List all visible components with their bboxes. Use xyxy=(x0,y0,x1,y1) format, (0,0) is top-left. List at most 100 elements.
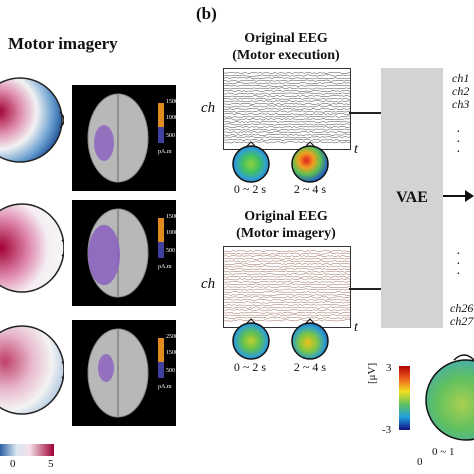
brain-unit-1: pA.m xyxy=(158,149,172,155)
vae-block: VAE xyxy=(381,68,443,328)
channel-list-bottom: ch26 ch27 xyxy=(450,302,473,328)
exec-topomap-1 xyxy=(232,141,270,183)
channel-label: ch1 xyxy=(452,71,470,85)
eeg-trace xyxy=(224,273,350,276)
right-colorbar-max: 3 xyxy=(386,362,392,374)
eeg-trace xyxy=(224,131,350,134)
eeg-trace xyxy=(224,265,350,268)
right-colorbar xyxy=(399,366,410,430)
brain-tick-2b: 1000 xyxy=(166,230,178,236)
eeg-trace xyxy=(224,115,350,118)
eeg-trace xyxy=(224,72,350,75)
exec-x-label: t xyxy=(354,142,358,157)
brain-tick-1c: 500 xyxy=(166,133,175,139)
exec-title-line1: Original EEG xyxy=(244,31,328,46)
brain-tick-1b: 1000 xyxy=(166,115,178,121)
eeg-trace xyxy=(224,84,350,87)
brain-unit-2: pA.m xyxy=(158,264,172,270)
brain-tick-1a: 1500 xyxy=(166,99,178,105)
right-colorbar-extra: 0 ~ 1 xyxy=(432,446,455,458)
eeg-trace xyxy=(224,285,350,289)
eeg-trace xyxy=(224,319,350,322)
head-topomap-3 xyxy=(0,325,64,415)
brain-tick-3c: 500 xyxy=(166,368,175,374)
channel-label: ch27 xyxy=(450,314,474,328)
channel-list-top: ch1 ch2 ch3 xyxy=(452,72,469,111)
eeg-trace xyxy=(224,118,350,121)
eeg-trace xyxy=(224,133,350,136)
eeg-trace xyxy=(224,275,350,278)
exec-y-label: ch xyxy=(201,100,216,116)
eeg-trace xyxy=(224,278,350,281)
imagery-topomap-2 xyxy=(291,318,329,360)
output-topomap xyxy=(425,354,474,441)
eeg-trace xyxy=(224,249,350,253)
eeg-trace xyxy=(224,100,350,103)
eeg-trace xyxy=(224,128,350,131)
eeg-trace xyxy=(224,316,350,319)
right-colorbar-zero: 0 xyxy=(417,456,423,468)
eeg-trace xyxy=(224,113,350,116)
eeg-trace xyxy=(224,107,350,111)
eeg-trace xyxy=(224,314,350,317)
eeg-trace xyxy=(224,82,350,85)
left-colorbar-max: 5 xyxy=(48,458,54,470)
imagery-title-line1: Original EEG xyxy=(244,209,328,224)
imagery-title: Original EEG (Motor imagery) xyxy=(224,208,348,242)
eeg-trace xyxy=(224,291,350,294)
imagery-time-2: 2 ~ 4 s xyxy=(293,360,327,374)
eeg-trace xyxy=(224,296,350,299)
eeg-trace xyxy=(224,298,350,301)
eeg-trace xyxy=(224,141,350,144)
eeg-trace xyxy=(224,301,350,304)
exec-title: Original EEG (Motor execution) xyxy=(224,30,348,64)
eeg-trace xyxy=(224,260,350,263)
eeg-trace xyxy=(224,105,350,108)
brain-unit-3: pA.m xyxy=(158,384,172,390)
brain-source-map-1: 1500 1000 500 pA.m xyxy=(72,85,178,191)
eeg-trace xyxy=(224,79,350,82)
eeg-trace xyxy=(224,95,350,98)
eeg-trace xyxy=(224,77,350,80)
eeg-trace xyxy=(224,303,350,307)
eeg-trace xyxy=(224,255,350,258)
eeg-trace xyxy=(224,87,350,90)
eeg-trace xyxy=(224,120,350,123)
brain-tick-2c: 500 xyxy=(166,248,175,254)
eeg-trace xyxy=(224,125,350,129)
brain-source-map-2: 1500 1000 500 pA.m xyxy=(72,200,178,306)
vae-output-arrow xyxy=(443,190,474,202)
channel-label: ch26 xyxy=(450,301,474,315)
eeg-trace xyxy=(224,309,350,312)
imagery-title-line2: (Motor imagery) xyxy=(236,226,336,241)
eeg-trace xyxy=(224,311,350,314)
imagery-y-label: ch xyxy=(201,276,216,292)
eeg-trace xyxy=(224,102,350,105)
eeg-trace xyxy=(224,136,350,139)
eeg-trace xyxy=(224,262,350,265)
eeg-trace xyxy=(224,267,350,271)
eeg-trace xyxy=(224,283,350,286)
right-colorbar-unit: [μV] xyxy=(366,362,378,384)
brain-tick-2a: 1500 xyxy=(166,214,178,220)
exec-eeg-traces xyxy=(223,68,351,150)
eeg-trace xyxy=(224,252,350,255)
panel-b-label: (b) xyxy=(196,4,217,23)
channel-label: ch3 xyxy=(452,97,470,111)
exec-time-2: 2 ~ 4 s xyxy=(293,182,327,196)
eeg-trace xyxy=(224,97,350,100)
exec-topomap-2 xyxy=(291,141,329,183)
right-colorbar-min: -3 xyxy=(382,424,392,436)
channel-label: ch2 xyxy=(452,84,470,98)
eeg-trace xyxy=(224,92,350,95)
exec-connector-line xyxy=(349,112,382,114)
brain-tick-3b: 1500 xyxy=(166,350,178,356)
brain-tick-3a: 2500 xyxy=(166,334,178,340)
eeg-trace xyxy=(224,257,350,260)
left-colorbar-min: 0 xyxy=(10,458,16,470)
left-colorbar xyxy=(0,444,54,456)
exec-title-line2: (Motor execution) xyxy=(232,48,340,63)
brain-source-map-3: 2500 1500 500 pA.m xyxy=(72,320,178,426)
eeg-trace xyxy=(224,138,350,141)
eeg-trace xyxy=(224,123,350,126)
